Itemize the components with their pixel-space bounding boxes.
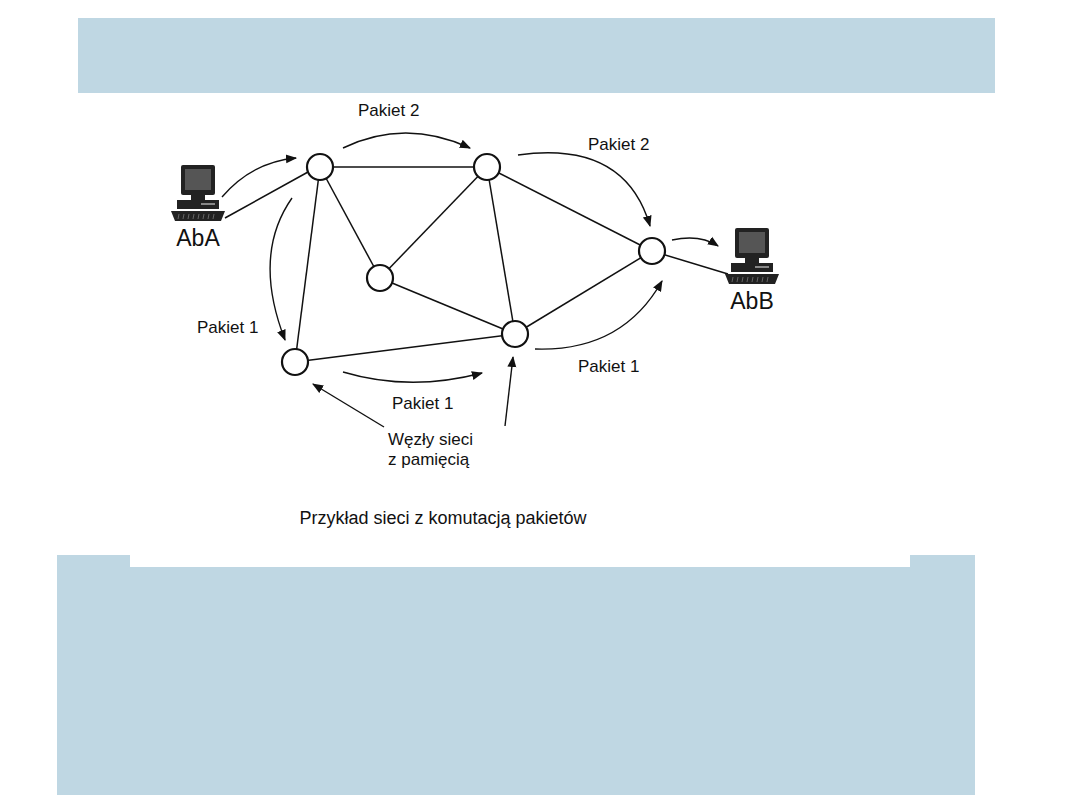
computer-terminal: AbB — [721, 226, 783, 314]
terminal-label: AbA — [176, 225, 219, 251]
packet-label: Pakiet 2 — [588, 135, 649, 155]
packet-route-arrow — [222, 133, 718, 427]
computer-icon — [721, 226, 783, 288]
packet-label: Pakiet 1 — [392, 394, 453, 414]
computer-terminal: AbA — [167, 163, 229, 251]
network-links — [225, 167, 728, 362]
callout-note: Węzły sieci z pamięcią — [388, 430, 484, 470]
computer-icon — [167, 163, 229, 225]
packet-label: Pakiet 1 — [578, 357, 639, 377]
white-strip — [130, 553, 910, 567]
network-node-circle — [282, 154, 665, 375]
packet-label: Pakiet 1 — [197, 318, 258, 338]
header-band — [78, 18, 995, 93]
footer-panel — [57, 555, 975, 795]
terminal-label: AbB — [730, 288, 773, 314]
figure-caption: Przykład sieci z komutacją pakietów — [299, 508, 586, 528]
packet-label: Pakiet 2 — [358, 101, 419, 121]
